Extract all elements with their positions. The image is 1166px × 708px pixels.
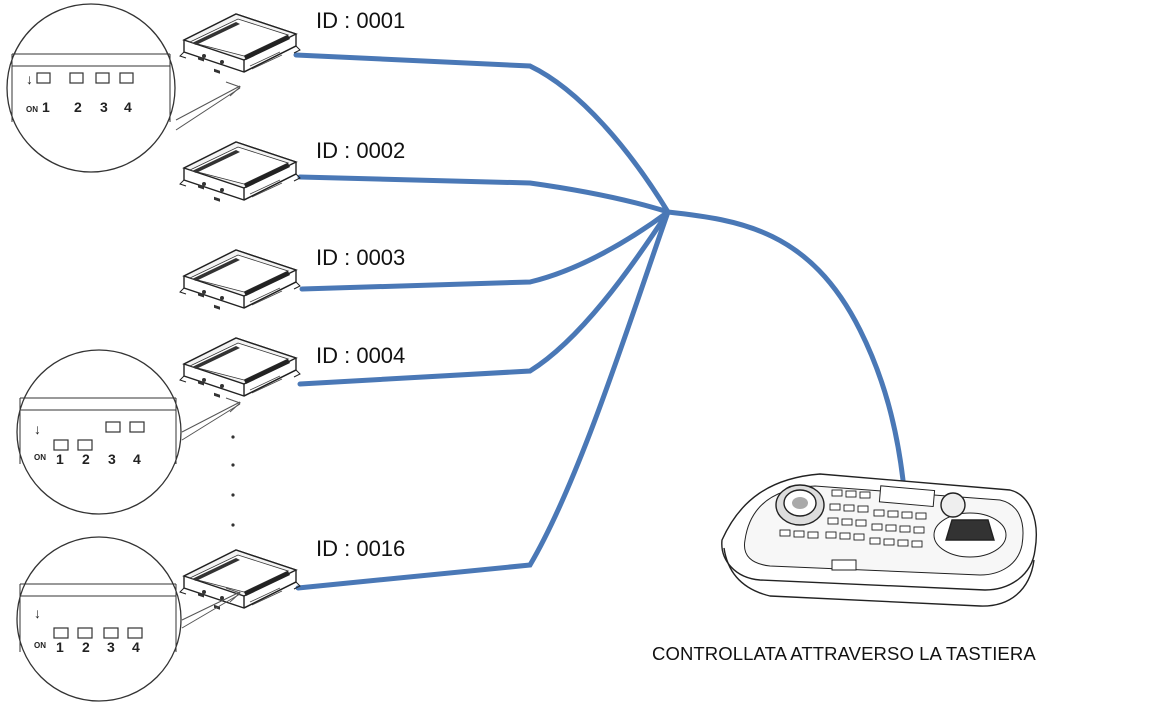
continuation-dots [231, 435, 235, 527]
svg-text:4: 4 [124, 99, 132, 115]
keyboard-controller [721, 473, 1037, 607]
svg-text:4: 4 [132, 639, 140, 655]
svg-text:3: 3 [107, 639, 115, 655]
cable-16 [295, 209, 671, 591]
receiver-unit-2 [179, 141, 301, 203]
cable-2 [297, 174, 671, 215]
svg-text:1: 1 [56, 639, 64, 655]
svg-text:↓: ↓ [26, 71, 33, 87]
svg-text:2: 2 [82, 639, 90, 655]
device-id-label-16: ID : 0016 [316, 536, 406, 561]
cable-1 [293, 52, 671, 215]
cable-4 [297, 209, 671, 387]
receiver-unit-1 [179, 13, 301, 75]
receiver-unit-16 [179, 549, 301, 611]
cable-3 [299, 209, 671, 292]
device-id-label-4: ID : 0004 [316, 343, 406, 368]
dip-switch-inset-1: ↓ ON 1 2 3 4 [6, 3, 241, 173]
svg-text:ON: ON [34, 453, 46, 462]
svg-text:↓: ↓ [34, 605, 41, 621]
svg-text:1: 1 [42, 99, 50, 115]
receiver-unit-4 [179, 337, 301, 399]
cables [293, 52, 906, 591]
keyboard-caption: CONTROLLATA ATTRAVERSO LA TASTIERA [652, 643, 1036, 664]
dip-on-label: ON [26, 105, 38, 114]
svg-text:3: 3 [108, 451, 116, 467]
device-id-label-3: ID : 0003 [316, 245, 406, 270]
svg-text:ON: ON [34, 641, 46, 650]
receiver-unit-3 [179, 249, 301, 311]
dip-switch-inset-3: ↓ ON 1 2 3 4 [16, 536, 241, 702]
svg-text:1: 1 [56, 451, 64, 467]
svg-text:3: 3 [100, 99, 108, 115]
svg-text:2: 2 [74, 99, 82, 115]
svg-text:2: 2 [82, 451, 90, 467]
device-id-label-2: ID : 0002 [316, 138, 406, 163]
device-id-label-1: ID : 0001 [316, 8, 406, 33]
dip-switch-inset-2: ↓ ON 1 2 3 4 [16, 349, 241, 515]
svg-text:4: 4 [133, 451, 141, 467]
cable-keyboard [665, 209, 906, 483]
svg-text:↓: ↓ [34, 421, 41, 437]
